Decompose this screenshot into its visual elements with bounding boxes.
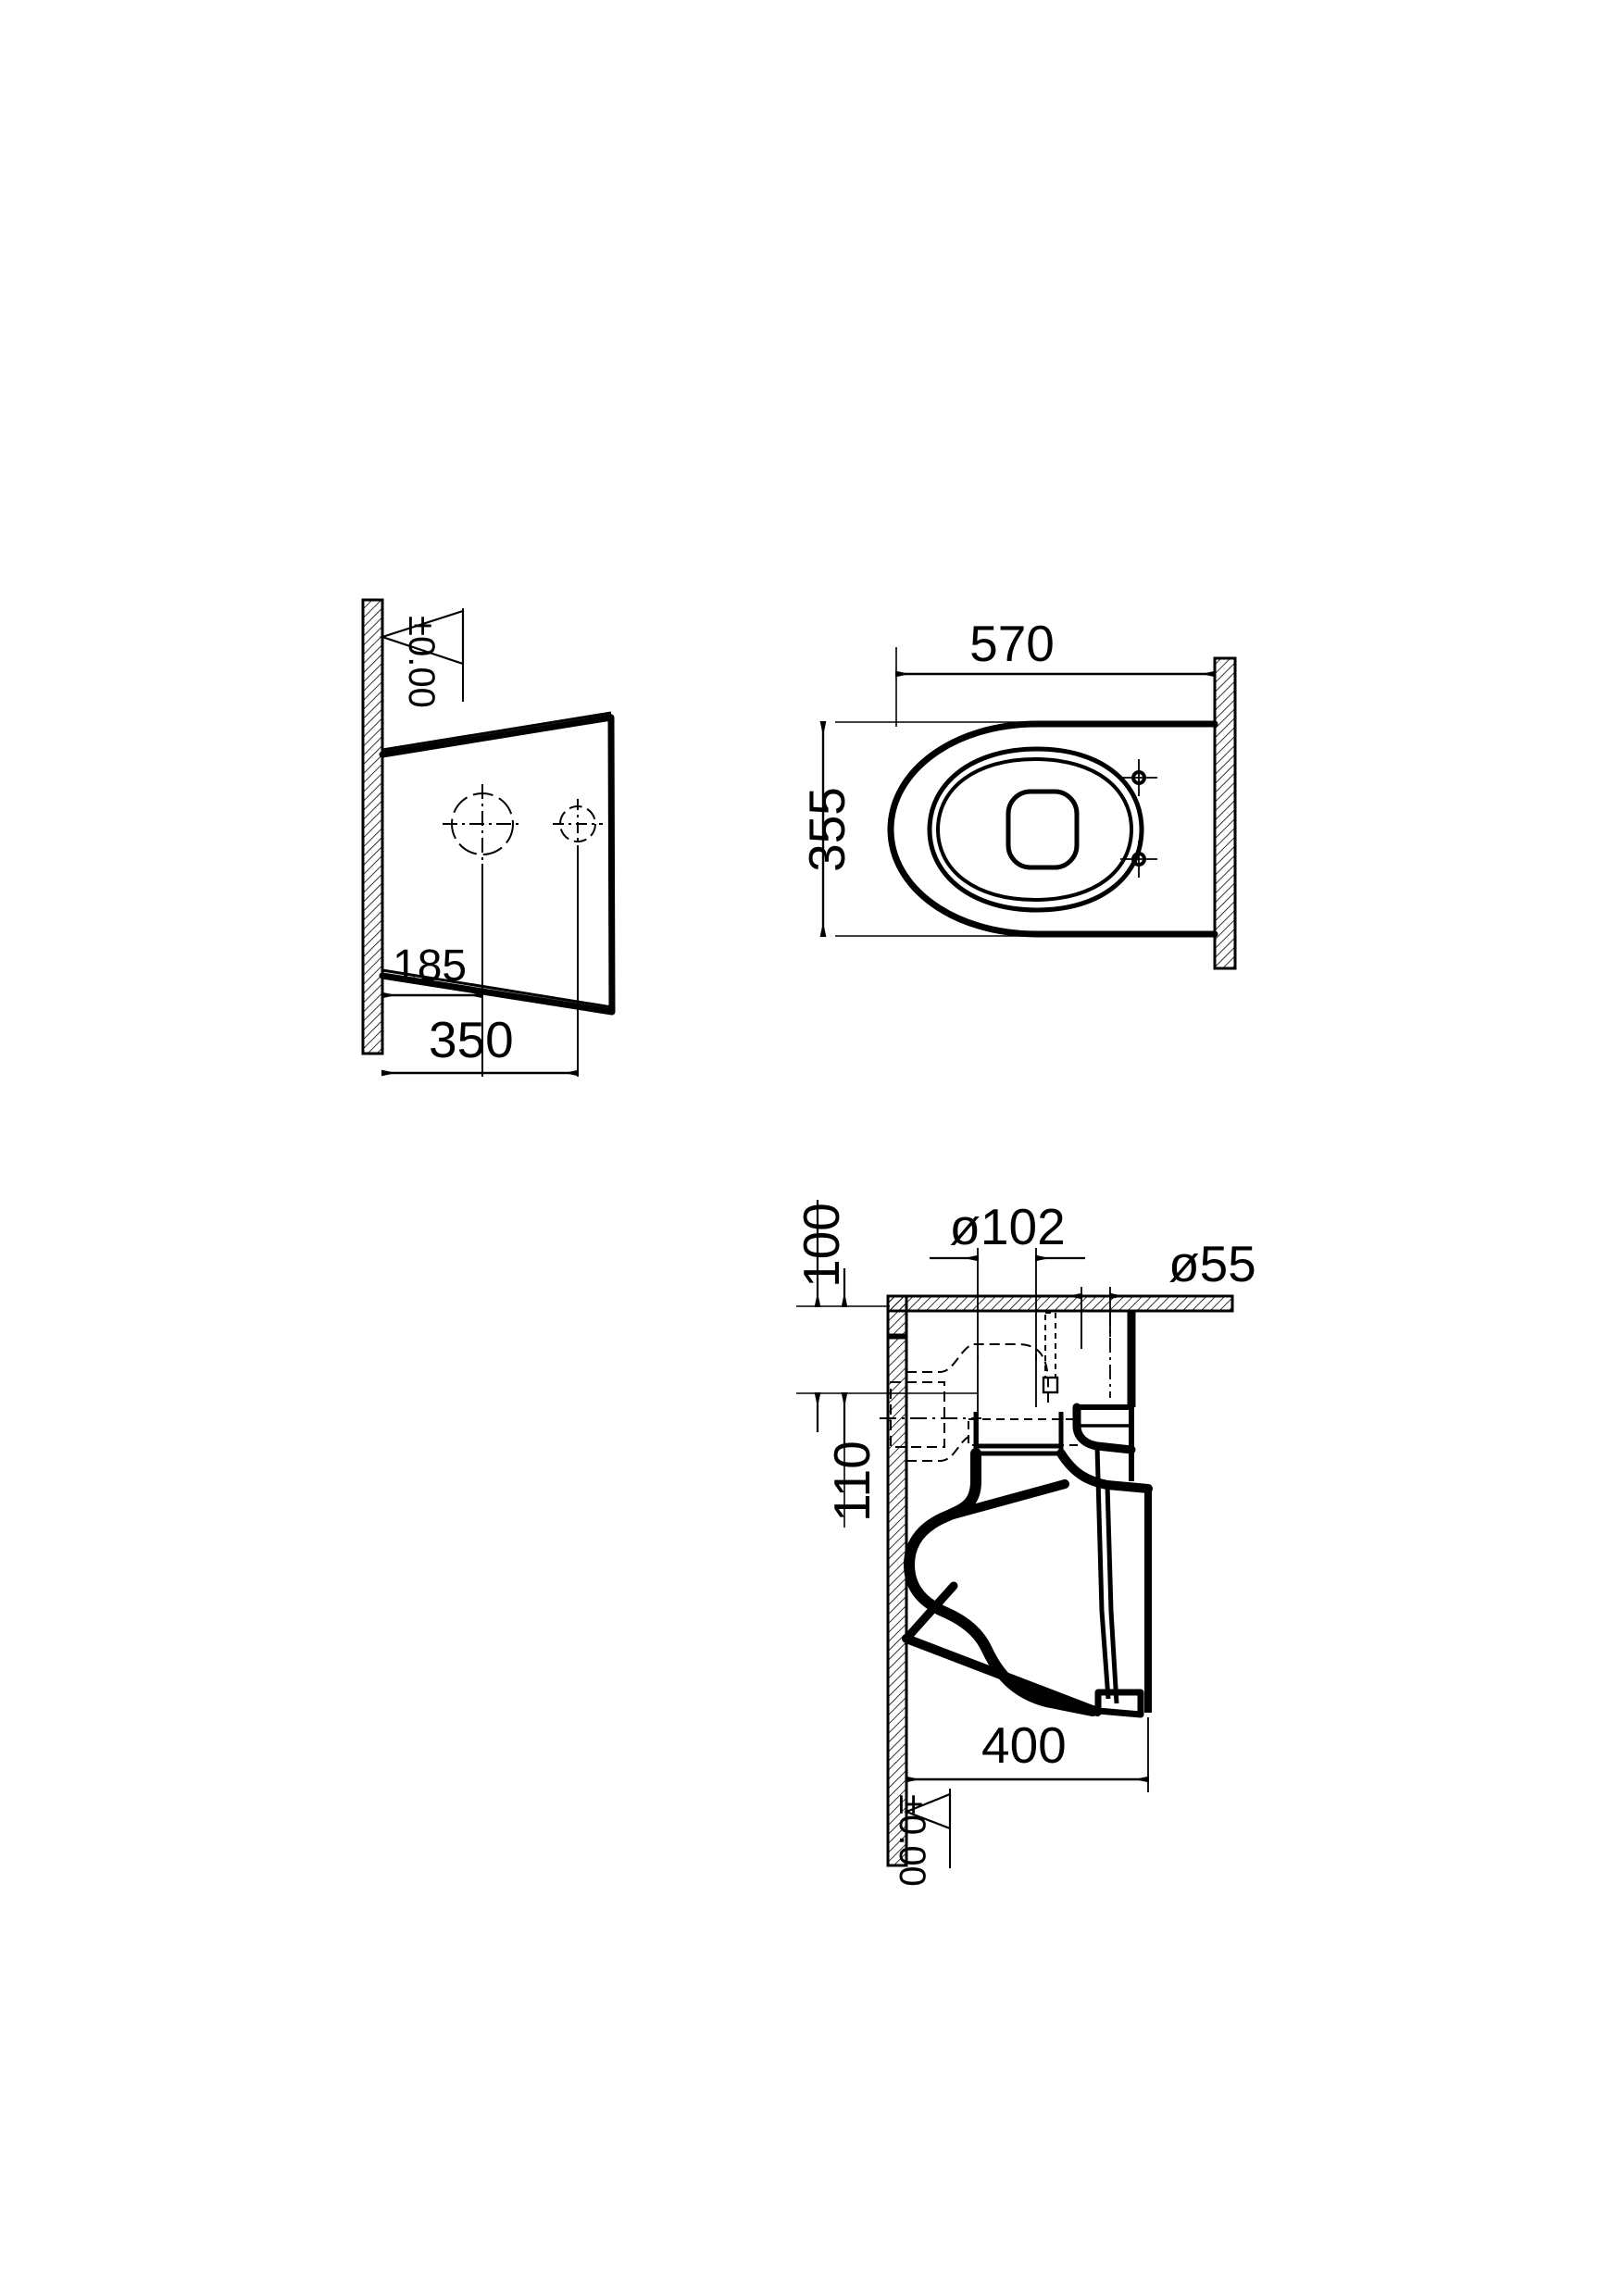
datum-symbol-bottom: [903, 1789, 952, 1868]
dim-185-label: 185: [393, 942, 467, 991]
small-fixing-hole: [553, 799, 603, 1077]
dim-400: [906, 1717, 1149, 1792]
dim-100-label: 100: [793, 1203, 850, 1288]
dim-110-label: 110: [823, 1441, 881, 1522]
datum-label-bottom: ±0.00: [892, 1794, 932, 1887]
outlet-spigot: [973, 1412, 1064, 1456]
section-wall-hatched: [886, 1294, 908, 1867]
dim-dia-102-label: ø102: [949, 1198, 1065, 1255]
floor-slab-hatched: [886, 1294, 1234, 1313]
seat-ring-inner: [935, 756, 1134, 903]
dim-dia-102: [930, 1248, 1085, 1361]
view-section: 100 110 ø102 ø55: [793, 1198, 1256, 1887]
dim-355-label: 355: [798, 787, 856, 872]
flush-opening: [1006, 789, 1080, 870]
seat-ring-outer: [927, 746, 1144, 913]
plan-wall-hatched: [1213, 656, 1237, 970]
ceramic-section-outline: [902, 1448, 1153, 1716]
fixing-point-lower: [1120, 841, 1157, 878]
dim-110: [796, 1392, 977, 1528]
flush-channel: [1072, 1310, 1152, 1718]
fixing-point-upper: [1120, 759, 1157, 796]
dim-350-label: 350: [429, 1011, 514, 1068]
bowl-outline: [887, 720, 1218, 938]
ceramic-body-profile: [379, 711, 616, 1016]
dim-100: [796, 1200, 890, 1307]
wall-hatched: [361, 598, 384, 1055]
datum-label-top: ±0.00: [401, 616, 442, 708]
view-plan: 570 355: [798, 615, 1237, 970]
datum-symbol-top: [379, 608, 465, 702]
dim-400-label: 400: [981, 1716, 1067, 1774]
inlet-bracket-hidden: [1042, 1311, 1111, 1398]
view-side-elevation: ±0.00 185 350: [361, 598, 616, 1077]
dim-dia-55-label: ø55: [1168, 1235, 1256, 1292]
dim-570-label: 570: [969, 615, 1055, 672]
large-fixing-hole: [443, 784, 522, 1077]
